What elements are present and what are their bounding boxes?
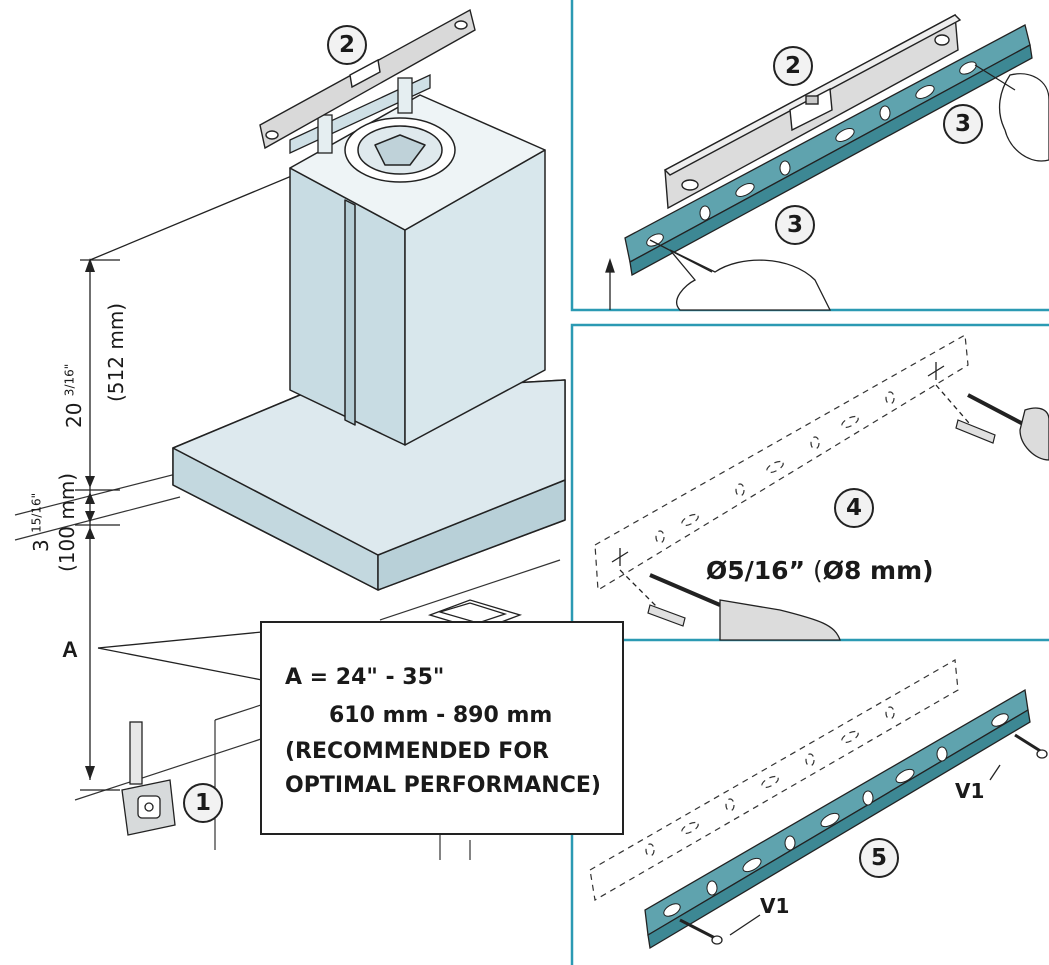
drill-size-inch: Ø5/16” xyxy=(706,556,805,585)
lower-fraction: 15/16 xyxy=(29,498,44,533)
panel3-bracket-slots xyxy=(663,713,1009,917)
callout-line-1: A = 24" - 35" xyxy=(285,665,445,690)
panel1-hands xyxy=(649,64,1049,311)
screw-label-right: V1 xyxy=(955,779,985,803)
step-1-badge: 1 xyxy=(183,783,223,823)
upper-fraction: 3/16 xyxy=(62,369,77,397)
panel2-marks xyxy=(611,362,976,611)
screw-label-left: V1 xyxy=(760,894,790,918)
step-2-badge-panel1: 2 xyxy=(773,46,813,86)
callout-line-3: (RECOMMENDED FOR xyxy=(285,739,549,764)
main-bracket xyxy=(289,73,431,155)
panel1-bracket-slots xyxy=(646,61,977,247)
drill-size-label: Ø5/16” (Ø8 mm) xyxy=(706,556,934,585)
callout-line-2: 610 mm - 890 mm xyxy=(329,703,553,728)
panel3-bracket xyxy=(644,688,1031,950)
step-3-badge-right: 3 xyxy=(943,104,983,144)
panel1-height-arrow xyxy=(605,257,615,310)
lower-dimension-mm: (100 mm) xyxy=(55,472,79,572)
upper-whole: 20 xyxy=(62,402,86,428)
height-callout: A = 24" - 35" 610 mm - 890 mm (RECOMMEND… xyxy=(260,621,624,835)
panel3-dashed-bracket xyxy=(589,659,959,901)
lower-inch-mark: " xyxy=(29,492,44,499)
panel2-dashed-bracket xyxy=(594,334,969,592)
panel3-screws xyxy=(679,733,1048,945)
callout-line-4: OPTIMAL PERFORMANCE) xyxy=(285,773,601,798)
step-5-badge: 5 xyxy=(859,838,899,878)
callout-pointer xyxy=(97,631,263,681)
dimension-arrows xyxy=(85,258,95,780)
upper-inch-mark: " xyxy=(62,363,77,370)
main-spirit-level xyxy=(259,8,476,150)
step-4-badge: 4 xyxy=(834,488,874,528)
panel2-anchors xyxy=(647,419,996,627)
upper-dimension-mm: (512 mm) xyxy=(104,302,128,402)
hood-chimney xyxy=(289,94,546,446)
panel2-drills xyxy=(649,393,1049,641)
drill-size-close: ) xyxy=(922,556,934,585)
drill-size-open: ( xyxy=(805,556,823,585)
upper-dimension-inches: 20 3/16" xyxy=(62,364,86,428)
panel1-spirit-level xyxy=(663,13,962,210)
lower-whole: 3 xyxy=(29,539,53,552)
distance-a-label: A xyxy=(62,637,78,662)
panel1-bracket xyxy=(624,24,1033,277)
drill-size-mm: Ø8 mm xyxy=(822,556,923,585)
lower-dimension-inches: 3 15/16" xyxy=(29,493,53,552)
hood-canopy xyxy=(172,379,566,591)
step-2-badge: 2 xyxy=(327,25,367,65)
step-3-badge-left: 3 xyxy=(775,205,815,245)
tape-measure xyxy=(121,721,176,836)
